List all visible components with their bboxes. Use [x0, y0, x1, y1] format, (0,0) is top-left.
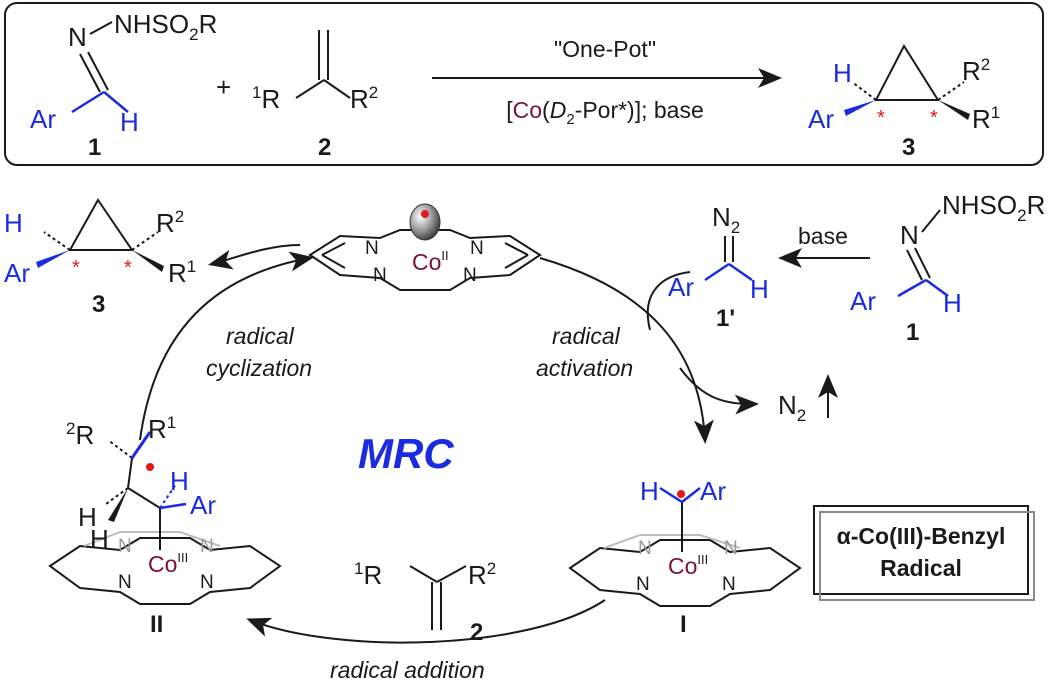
svg-text:Ar: Ar — [850, 286, 876, 316]
alpha-co-iii-benzyl-radical-box: α-Co(III)-Benzyl Radical — [813, 505, 1035, 601]
svg-text:Ar: Ar — [190, 490, 216, 520]
svg-text:Ar: Ar — [4, 258, 30, 288]
svg-text:3: 3 — [92, 291, 105, 318]
reaction-summary-box — [4, 2, 1044, 166]
base-arrow: base — [778, 223, 870, 268]
svg-text:"One-Pot": "One-Pot" — [554, 36, 656, 62]
compound-2-alkene: 1R R2 2 — [252, 30, 378, 161]
svg-text:*: * — [877, 107, 885, 129]
one-pot-arrow: "One-Pot" [Co(D2-Por*)]; base — [432, 36, 782, 128]
svg-text:NHSO2R: NHSO2R — [942, 190, 1045, 225]
svg-text:H: H — [640, 476, 659, 506]
arrow-radical-cyclization — [139, 251, 314, 441]
svg-text:N2: N2 — [778, 390, 806, 425]
svg-text:NHSO2R: NHSO2R — [114, 9, 217, 44]
product-3-cyclopropane: H Ar R2 R1 * * 3 — [808, 43, 1000, 161]
arrow-to-product-3 — [208, 244, 301, 270]
plus-sign: + — [216, 72, 231, 102]
label-radical-cyclization: radical cyclization — [206, 323, 312, 381]
hydrazone-compound-1: N NHSO2R Ar H 1 — [850, 190, 1045, 346]
svg-text:N: N — [463, 265, 477, 286]
svg-text:N: N — [68, 22, 87, 52]
svg-text:1: 1 — [88, 134, 101, 161]
svg-text:I: I — [680, 611, 687, 638]
svg-text:α-Co(III)-Benzyl: α-Co(III)-Benzyl — [837, 523, 1006, 549]
svg-text:1: 1 — [906, 319, 919, 346]
alkene-compound-2: 1R R2 2 — [354, 559, 496, 646]
svg-text:II: II — [150, 611, 163, 638]
svg-text:H: H — [750, 274, 769, 304]
svg-text:activation: activation — [536, 355, 633, 381]
svg-text:radical: radical — [226, 323, 295, 349]
svg-text:radical: radical — [552, 323, 621, 349]
arrow-radical-activation — [539, 257, 714, 444]
label-radical-addition: radical addition — [330, 657, 485, 683]
svg-text:*: * — [72, 257, 80, 279]
svg-text:CoIII: CoIII — [148, 550, 188, 577]
svg-text:2R: 2R — [66, 419, 94, 450]
catalyst-co-ii-porphyrin: N N N N CoII — [308, 203, 542, 291]
arrow-diazo-entry — [646, 271, 691, 331]
svg-text:2: 2 — [318, 134, 331, 161]
arrow-n2-release — [679, 367, 759, 415]
svg-text:Ar: Ar — [30, 104, 56, 134]
svg-text:N: N — [200, 536, 214, 557]
svg-text:R1: R1 — [168, 257, 196, 288]
mrc-center-label: MRC — [358, 430, 454, 477]
svg-text:N: N — [724, 538, 738, 559]
svg-text:1R: 1R — [252, 83, 280, 114]
svg-text:*: * — [124, 257, 132, 279]
n2-gas: N2 — [778, 374, 838, 425]
svg-text:1R: 1R — [354, 559, 382, 590]
svg-text:R2: R2 — [350, 83, 378, 114]
diazo-compound-1-prime: N2 Ar H 1' — [668, 202, 769, 332]
svg-text:N: N — [722, 574, 736, 595]
svg-text:N: N — [118, 572, 132, 593]
svg-text:H: H — [90, 524, 109, 554]
svg-text:H: H — [120, 107, 139, 137]
svg-text:Radical: Radical — [880, 555, 962, 581]
svg-text:N: N — [200, 572, 214, 593]
arrow-radical-addition — [246, 599, 606, 644]
svg-text:N: N — [900, 220, 919, 250]
svg-text:H: H — [4, 208, 23, 238]
svg-text:CoII: CoII — [412, 248, 449, 275]
svg-text:H: H — [833, 58, 852, 88]
svg-text:N: N — [365, 238, 379, 259]
intermediate-i-porphyrin: N N N N CoIII H Ar I — [568, 476, 802, 638]
svg-text:3: 3 — [902, 134, 915, 161]
svg-text:*: * — [930, 107, 938, 129]
cycle-product-3: H Ar R2 R1 * * 3 — [4, 198, 196, 318]
svg-text:2: 2 — [470, 619, 483, 646]
intermediate-ii-porphyrin: N N N N CoIII 2R R1 H H H Ar II — [48, 413, 282, 638]
svg-text:R2: R2 — [962, 55, 990, 86]
svg-text:N: N — [470, 238, 484, 259]
svg-text:R2: R2 — [156, 207, 184, 238]
svg-text:R2: R2 — [468, 559, 496, 590]
svg-text:H: H — [170, 466, 189, 496]
svg-text:H: H — [78, 502, 97, 532]
svg-text:base: base — [798, 223, 848, 249]
svg-text:Ar: Ar — [668, 272, 694, 302]
label-radical-activation: radical activation — [536, 323, 633, 381]
svg-text:cyclization: cyclization — [206, 355, 312, 381]
svg-text:1': 1' — [716, 305, 735, 332]
svg-text:R1: R1 — [148, 413, 176, 444]
svg-text:Ar: Ar — [808, 104, 834, 134]
svg-text:N: N — [373, 265, 387, 286]
svg-text:H: H — [943, 288, 962, 318]
svg-text:[Co(D2-Por*)]; base: [Co(D2-Por*)]; base — [506, 97, 704, 128]
svg-text:N: N — [638, 538, 652, 559]
svg-text:CoIII: CoIII — [668, 552, 708, 579]
svg-text:N: N — [118, 536, 132, 557]
svg-text:R1: R1 — [972, 103, 1000, 134]
svg-text:Ar: Ar — [700, 476, 726, 506]
compound-1-hydrazone: N NHSO2R Ar H 1 — [30, 9, 217, 161]
svg-text:N: N — [636, 574, 650, 595]
svg-text:N2: N2 — [712, 202, 740, 237]
